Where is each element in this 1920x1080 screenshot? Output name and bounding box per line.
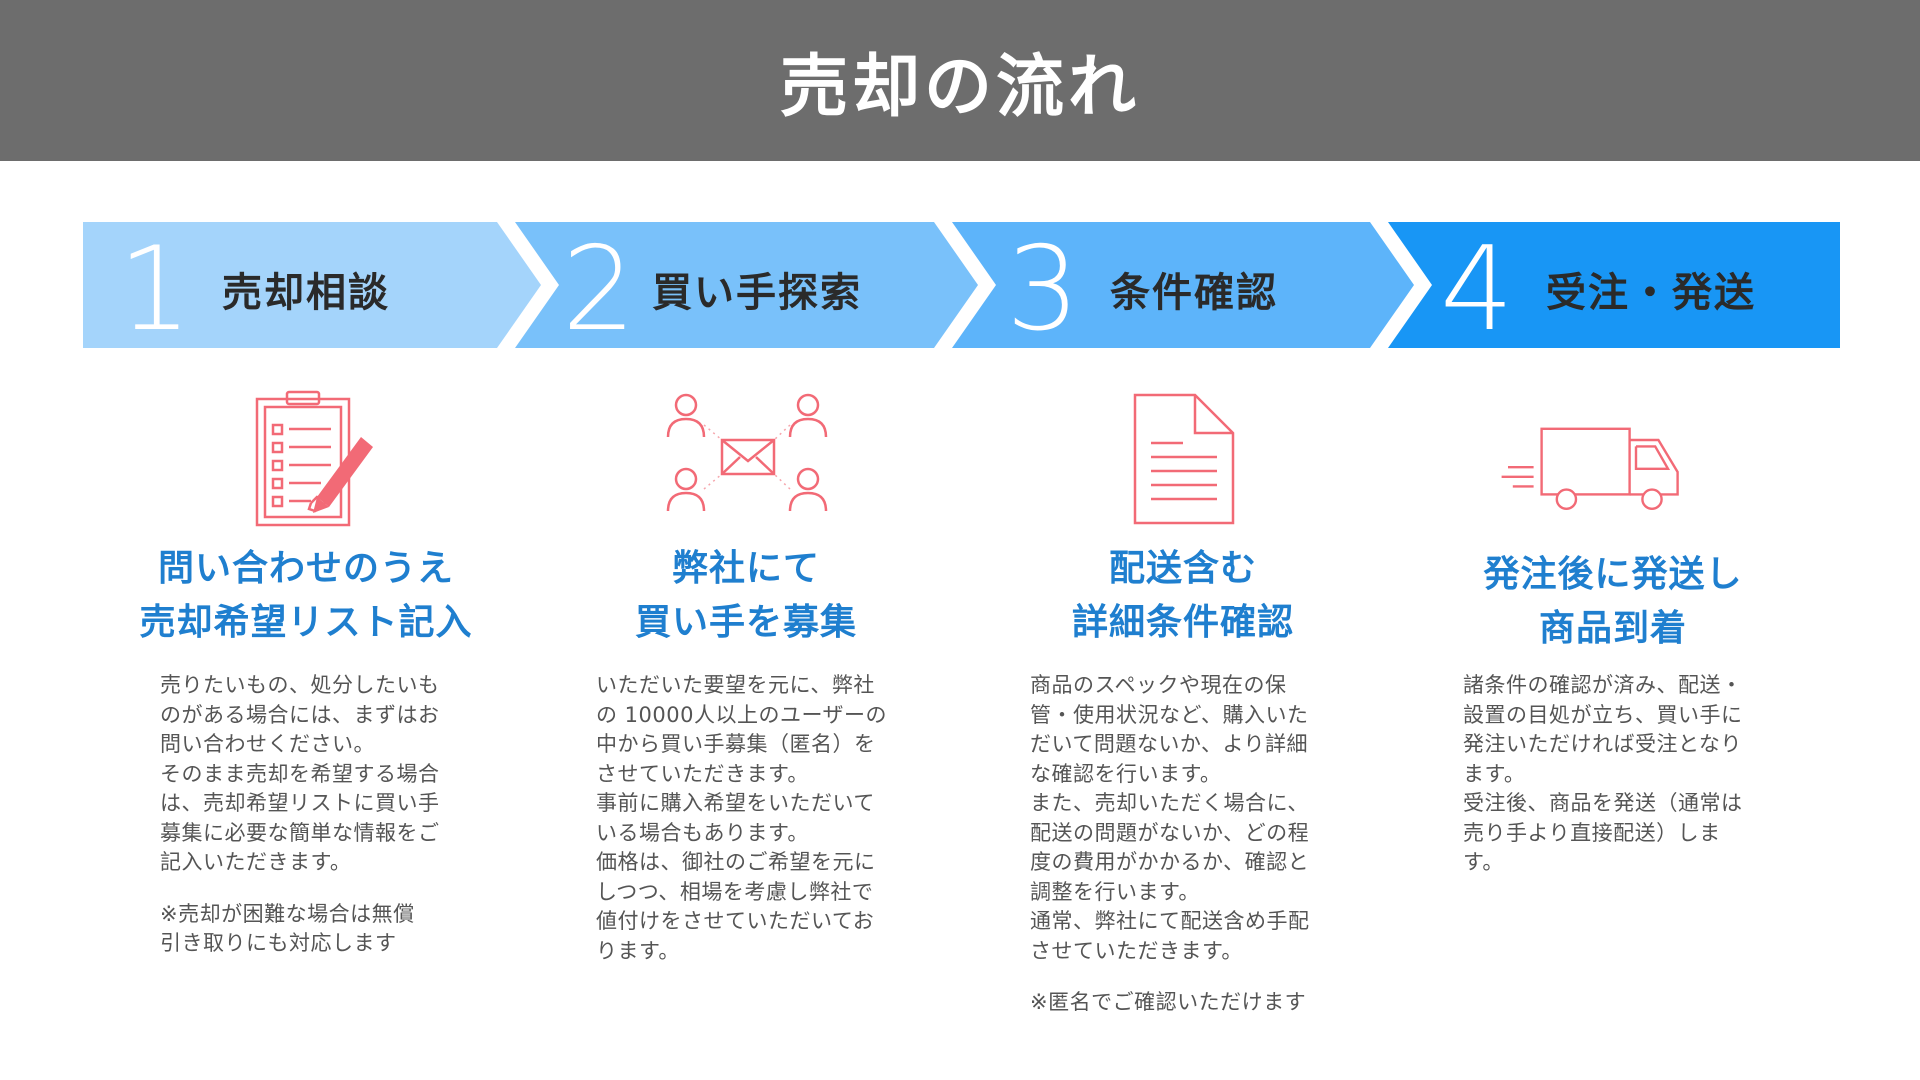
step-4-body-line: 発注いただければ受注となり xyxy=(1463,732,1742,756)
step-1-heading-line-1: 問い合わせのうえ xyxy=(157,548,454,589)
people-mail-icon xyxy=(666,393,828,512)
step-1-heading-line-2: 売却希望リスト記入 xyxy=(139,602,473,643)
step-1-note-line: 引き取りにも対応します xyxy=(160,931,397,955)
step-4-heading: 発注後に発送し 商品到着 xyxy=(1413,548,1813,656)
step-1-number: 1 xyxy=(118,222,192,357)
step-2-heading: 弊社にて 買い手を募集 xyxy=(546,542,946,650)
step-1-body-line: 記入いただきます。 xyxy=(160,850,352,874)
step-3-body-line: な確認を行います。 xyxy=(1030,761,1222,786)
step-2-body-line: いる場合もあります。 xyxy=(596,820,809,845)
step-4-body-line: 受注後、商品を発送（通常は xyxy=(1463,791,1743,815)
step-3-heading: 配送含む 詳細条件確認 xyxy=(983,542,1383,650)
step-3-label: 条件確認 xyxy=(1110,270,1278,316)
step-3-body-line: また、売却いただく場合に、 xyxy=(1030,791,1309,815)
step-2-description: いただいた要望を元に、弊社 の 10000人以上のユーザーの 中から買い手募集（… xyxy=(596,671,906,966)
step-2-body-line: 価格は、御社のご希望を元に xyxy=(596,850,876,874)
step-1-note-line: ※売却が困難な場合は無償 xyxy=(160,901,415,926)
step-1-body-line: 売りたいもの、処分したいも xyxy=(160,673,440,697)
step-2-body-line: ります。 xyxy=(596,938,680,963)
step-3-body-line: させていただきます。 xyxy=(1030,938,1243,963)
step-3-heading-line-2: 詳細条件確認 xyxy=(1071,602,1294,643)
step-1-arrow xyxy=(83,222,541,348)
step-3-body-line: 配送の問題がないか、どの程 xyxy=(1030,820,1310,845)
step-3-body-line: 度の費用がかかるか、確認と xyxy=(1030,850,1310,874)
delivery-truck-icon xyxy=(1501,427,1679,510)
step-1-body-line: そのまま売却を希望する場合 xyxy=(160,761,440,786)
step-3-body-line: 商品のスペックや現在の保 xyxy=(1030,673,1287,697)
step-4-label: 受注・発送 xyxy=(1546,270,1756,316)
document-icon xyxy=(1133,393,1235,525)
step-2-body-line: 中から買い手募集（匿名）を xyxy=(596,732,876,756)
step-1-body-line: は、売却希望リストに買い手 xyxy=(160,791,440,815)
step-1-heading: 問い合わせのうえ 売却希望リスト記入 xyxy=(106,542,506,650)
step-3-body-line: 管・使用状況など、購入いた xyxy=(1030,702,1309,727)
step-2-body-line: させていただきます。 xyxy=(596,761,809,786)
step-1-description: 売りたいもの、処分したいも のがある場合には、まずはお 問い合わせください。 そ… xyxy=(160,671,470,959)
step-2-heading-line-2: 買い手を募集 xyxy=(634,602,857,643)
step-4-body-line: 諸条件の確認が済み、配送・ xyxy=(1463,673,1743,697)
step-4-number: 4 xyxy=(1440,222,1514,357)
step-1-label: 売却相談 xyxy=(222,270,390,316)
step-1-note: ※売却が困難な場合は無償 引き取りにも対応します xyxy=(160,900,470,959)
step-4-body-line: ます。 xyxy=(1463,761,1526,786)
step-2-body-line: しつつ、相場を考慮し弊社で xyxy=(596,879,874,904)
step-4-heading-line-2: 商品到着 xyxy=(1538,608,1687,649)
step-2-body-line: いただいた要望を元に、弊社 xyxy=(596,673,875,697)
step-2-number: 2 xyxy=(562,222,636,357)
step-2-heading-line-1: 弊社にて xyxy=(671,548,820,589)
step-3-body-line: 通常、弊社にて配送含め手配 xyxy=(1030,909,1310,933)
step-3-heading-line-1: 配送含む xyxy=(1108,548,1257,589)
step-3-body-line: 調整を行います。 xyxy=(1030,879,1200,904)
clipboard-checklist-icon xyxy=(255,390,373,527)
step-2-body-line: の 10000人以上のユーザーの xyxy=(596,702,888,727)
step-4-body-line: 設置の目処が立ち、買い手に xyxy=(1463,702,1743,727)
page-title: 売却の流れ xyxy=(779,48,1140,127)
step-2-label: 買い手探索 xyxy=(652,270,862,316)
step-2-arrow xyxy=(515,222,978,348)
step-4-heading-line-1: 発注後に発送し xyxy=(1483,554,1743,595)
step-4-description: 諸条件の確認が済み、配送・ 設置の目処が立ち、買い手に 発注いただければ受注とな… xyxy=(1463,671,1773,878)
step-4-arrow xyxy=(1388,222,1840,348)
step-3-arrow xyxy=(952,222,1414,348)
page-header: 売却の流れ xyxy=(0,0,1920,161)
step-1-body-line: 問い合わせください。 xyxy=(160,732,375,756)
step-4-body-line: 売り手より直接配送）しま xyxy=(1463,820,1721,845)
step-1-body-line: のがある場合には、まずはお xyxy=(160,702,440,727)
step-3-description: 商品のスペックや現在の保 管・使用状況など、購入いた だいて問題ないか、より詳細… xyxy=(1030,671,1340,1018)
step-3-note: ※匿名でご確認いただけます xyxy=(1030,988,1340,1018)
step-3-body-line: だいて問題ないか、より詳細 xyxy=(1030,732,1309,756)
step-3-note-line: ※匿名でご確認いただけます xyxy=(1030,990,1307,1014)
step-2-body-line: 事前に購入希望をいただいて xyxy=(596,791,875,815)
step-4-body-line: す。 xyxy=(1463,850,1504,874)
step-3-number: 3 xyxy=(1006,222,1080,357)
step-1-body-line: 募集に必要な簡単な情報をご xyxy=(160,820,440,845)
step-2-body-line: 値付けをさせていただいてお xyxy=(596,909,875,933)
